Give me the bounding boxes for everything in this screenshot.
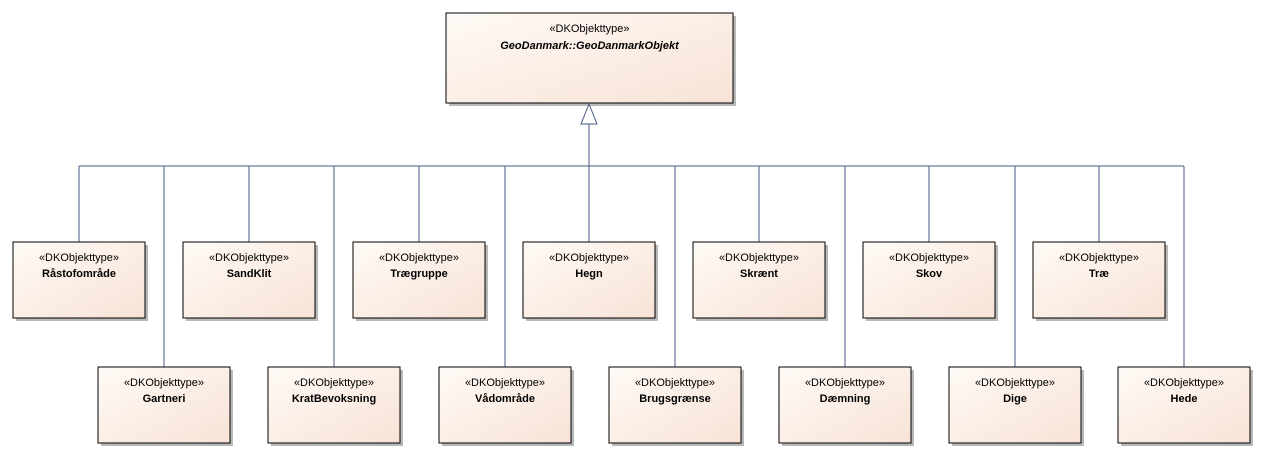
class-name: Vådområde bbox=[475, 393, 535, 405]
class-box bbox=[862, 241, 996, 319]
class-name: KratBevoksning bbox=[292, 393, 376, 405]
class-name: Skov bbox=[916, 268, 943, 280]
class-box bbox=[948, 366, 1082, 444]
generalization-arrowhead bbox=[580, 102, 598, 125]
class-stereotype: «DKObjekttype» bbox=[549, 23, 629, 35]
child-class[interactable]: «DKObjekttype» Dæmning bbox=[778, 366, 914, 446]
class-name: Hegn bbox=[575, 268, 603, 280]
child-class[interactable]: «DKObjekttype» Råstofområde bbox=[12, 241, 148, 321]
class-stereotype: «DKObjekttype» bbox=[465, 377, 545, 389]
class-name: Dige bbox=[1003, 393, 1027, 405]
generalization-connectors bbox=[78, 124, 1185, 367]
class-name: Dæmning bbox=[820, 393, 871, 405]
class-stereotype: «DKObjekttype» bbox=[379, 252, 459, 264]
class-stereotype: «DKObjekttype» bbox=[889, 252, 969, 264]
child-classes: «DKObjekttype»Råstofområde«DKObjekttype»… bbox=[12, 241, 1253, 446]
class-box bbox=[267, 366, 401, 444]
child-class[interactable]: «DKObjekttype» Vådområde bbox=[438, 366, 574, 446]
class-box bbox=[1117, 366, 1251, 444]
class-name: Råstofområde bbox=[42, 268, 116, 280]
class-box bbox=[12, 241, 146, 319]
child-class[interactable]: «DKObjekttype» Skrænt bbox=[692, 241, 828, 321]
child-class[interactable]: «DKObjekttype» SandKlit bbox=[182, 241, 318, 321]
class-box bbox=[778, 366, 912, 444]
class-stereotype: «DKObjekttype» bbox=[1144, 377, 1224, 389]
class-box bbox=[445, 12, 734, 104]
child-class[interactable]: «DKObjekttype» KratBevoksning bbox=[267, 366, 403, 446]
class-name: Trægruppe bbox=[390, 268, 447, 280]
class-stereotype: «DKObjekttype» bbox=[124, 377, 204, 389]
class-box bbox=[438, 366, 572, 444]
child-class[interactable]: «DKObjekttype» Hegn bbox=[522, 241, 658, 321]
class-stereotype: «DKObjekttype» bbox=[635, 377, 715, 389]
class-name: Skrænt bbox=[740, 268, 778, 280]
class-box bbox=[608, 366, 742, 444]
child-class[interactable]: «DKObjekttype» Dige bbox=[948, 366, 1084, 446]
class-box bbox=[182, 241, 316, 319]
child-class[interactable]: «DKObjekttype» Trægruppe bbox=[352, 241, 488, 321]
child-class[interactable]: «DKObjekttype» Skov bbox=[862, 241, 998, 321]
class-box bbox=[1032, 241, 1166, 319]
class-stereotype: «DKObjekttype» bbox=[549, 252, 629, 264]
class-box bbox=[97, 366, 231, 444]
class-stereotype: «DKObjekttype» bbox=[975, 377, 1055, 389]
parent-class-geodanmarkobjekt[interactable]: «DKObjekttype» GeoDanmark::GeoDanmarkObj… bbox=[445, 12, 736, 106]
class-stereotype: «DKObjekttype» bbox=[39, 252, 119, 264]
child-class[interactable]: «DKObjekttype» Gartneri bbox=[97, 366, 233, 446]
class-stereotype: «DKObjekttype» bbox=[805, 377, 885, 389]
class-box bbox=[522, 241, 656, 319]
class-name: Brugsgrænse bbox=[639, 393, 711, 405]
class-name: Hede bbox=[1171, 393, 1198, 405]
child-class[interactable]: «DKObjekttype» Træ bbox=[1032, 241, 1168, 321]
class-box bbox=[352, 241, 486, 319]
child-class[interactable]: «DKObjekttype» Brugsgrænse bbox=[608, 366, 744, 446]
class-name: GeoDanmark::GeoDanmarkObjekt bbox=[500, 40, 680, 52]
class-box bbox=[692, 241, 826, 319]
class-stereotype: «DKObjekttype» bbox=[209, 252, 289, 264]
class-stereotype: «DKObjekttype» bbox=[294, 377, 374, 389]
class-stereotype: «DKObjekttype» bbox=[1059, 252, 1139, 264]
class-stereotype: «DKObjekttype» bbox=[719, 252, 799, 264]
child-class[interactable]: «DKObjekttype» Hede bbox=[1117, 366, 1253, 446]
class-name: Gartneri bbox=[143, 393, 186, 405]
class-name: Træ bbox=[1089, 268, 1109, 280]
class-name: SandKlit bbox=[227, 268, 272, 280]
